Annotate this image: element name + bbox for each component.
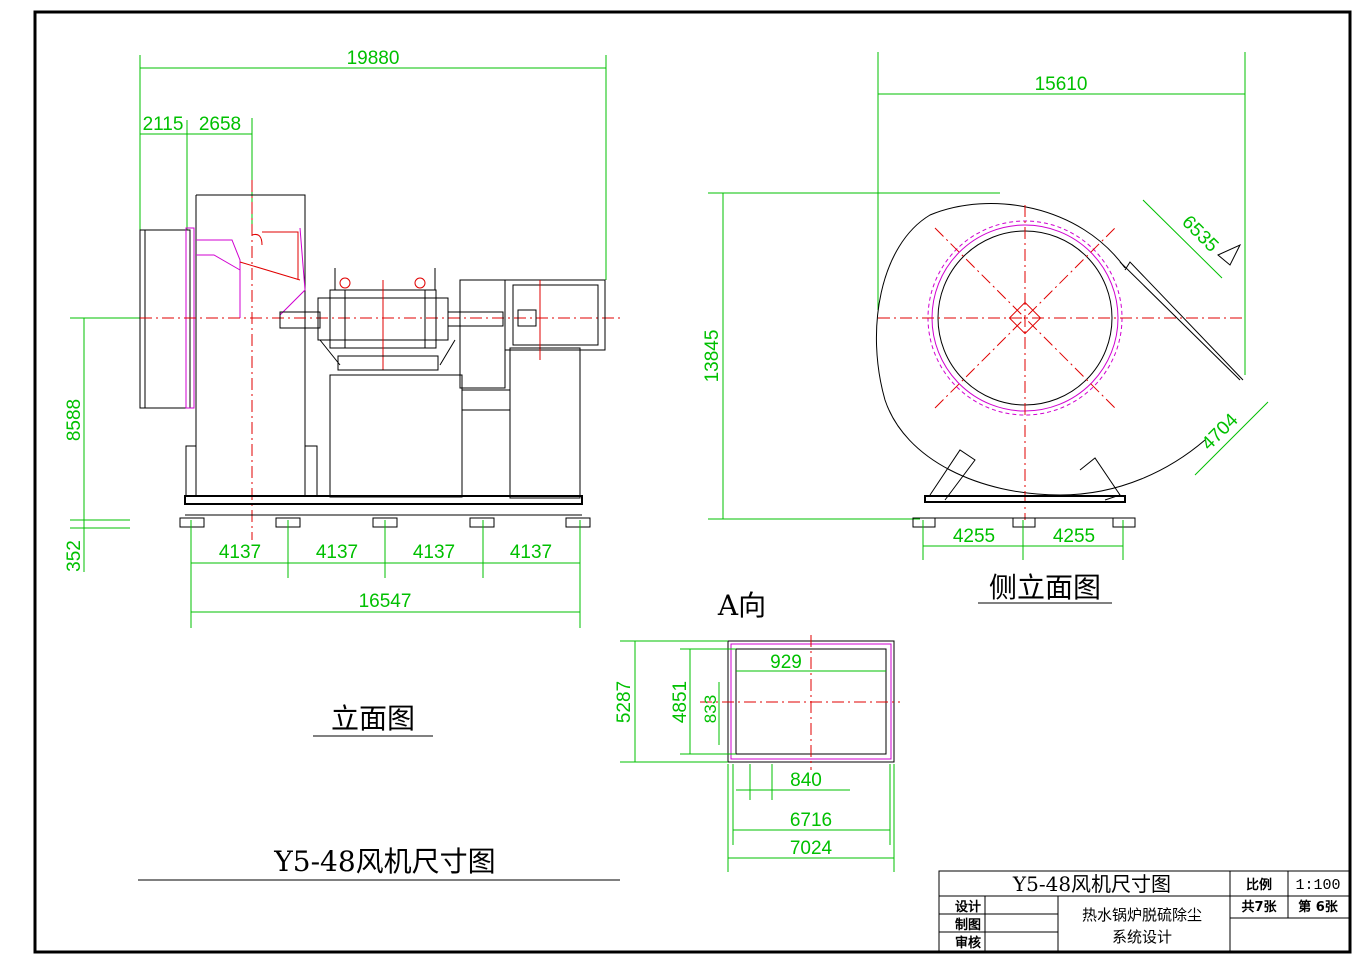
- title-block-name: Y5-48风机尺寸图: [1012, 872, 1171, 896]
- dim-side-overall-height: 13845: [702, 330, 723, 383]
- drafter-label: 制图: [955, 917, 981, 933]
- elevation-view: 19880 2115 2658 8588 352: [64, 48, 620, 737]
- dim-bay-2: 4137: [316, 542, 358, 563]
- main-drawing-title: Y5-48风机尺寸图: [273, 845, 495, 878]
- dim-outlet-lower: 4704: [1198, 409, 1243, 454]
- dim-a-outer-height: 5287: [614, 681, 635, 723]
- dim-overall-width: 19880: [347, 48, 400, 69]
- project-line-1: 热水锅炉脱硫除尘: [1082, 906, 1202, 924]
- dim-a-outer-span: 7024: [790, 838, 833, 859]
- reviewer-label: 审核: [955, 935, 981, 951]
- dim-side-overall-width: 15610: [1035, 74, 1088, 95]
- view-a: A向 5287 4851 833 929 840 6716 7024: [614, 589, 900, 872]
- side-elevation-view: 15610 13845 6535 4704 4255: [702, 52, 1269, 604]
- view-a-title: A向: [717, 589, 766, 622]
- dim-base-left: 4255: [953, 526, 995, 547]
- dim-base-length: 16547: [359, 591, 412, 612]
- dim-a-inner-height: 4851: [670, 681, 691, 723]
- dim-a-inner-span: 6716: [790, 810, 832, 831]
- dim-bay-3: 4137: [413, 542, 455, 563]
- project-line-2: 系统设计: [1112, 928, 1172, 946]
- dim-shaft-height: 8588: [64, 399, 85, 441]
- total-sheets: 共7张: [1241, 899, 1277, 915]
- sheet-number: 第 6张: [1298, 899, 1339, 915]
- dim-inlet-width: 2115: [143, 114, 184, 135]
- designer-label: 设计: [955, 899, 981, 915]
- dim-a-inner-width: 929: [770, 652, 802, 673]
- dim-bay-1: 4137: [219, 542, 261, 563]
- dim-housing-width: 2658: [199, 114, 241, 135]
- dim-base-right: 4255: [1053, 526, 1095, 547]
- title-block: Y5-48风机尺寸图 比例 1:100 共7张 第 6张 设计 制图 审核 热水…: [938, 870, 1351, 952]
- dim-a-bolt-spacing: 840: [790, 770, 822, 791]
- dim-outlet-upper: 6535: [1178, 212, 1223, 257]
- side-elevation-title: 侧立面图: [989, 571, 1101, 604]
- dim-bay-4: 4137: [510, 542, 552, 563]
- dim-base-height: 352: [64, 540, 85, 572]
- elevation-title: 立面图: [331, 702, 415, 735]
- scale-label: 比例: [1246, 877, 1272, 893]
- scale-value: 1:100: [1295, 877, 1340, 894]
- dim-a-small-height: 833: [701, 695, 720, 723]
- sheet-border: [33, 10, 1352, 954]
